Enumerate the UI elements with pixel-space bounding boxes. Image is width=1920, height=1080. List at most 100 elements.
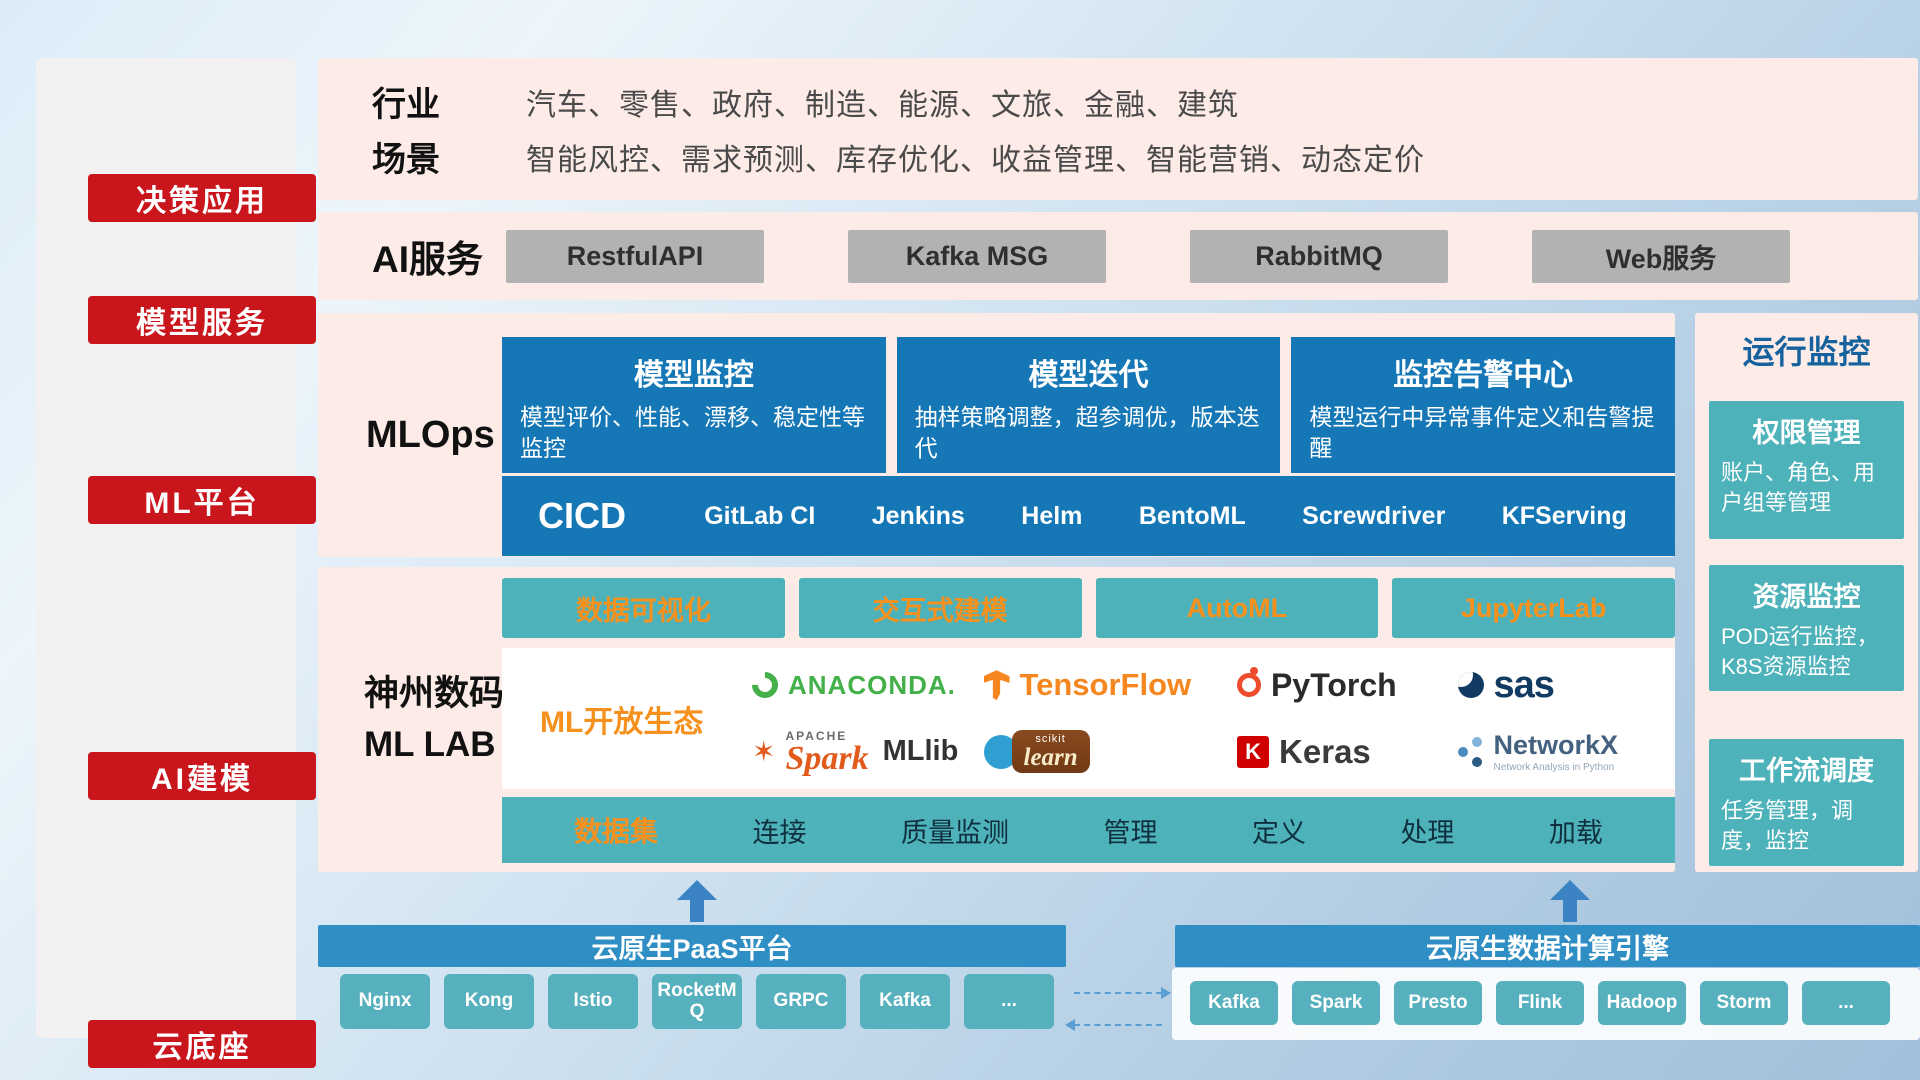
spark-wordmark: APACHE Spark xyxy=(785,728,869,777)
industry-scene-panel: 行业 汽车、零售、政府、制造、能源、文旅、金融、建筑 场景 智能风控、需求预测、… xyxy=(318,58,1918,200)
more-chip: ... xyxy=(964,974,1054,1029)
apache-label: APACHE xyxy=(785,728,848,743)
tensorflow-logo: TensorFlow xyxy=(983,667,1238,703)
card-title: 资源监控 xyxy=(1752,582,1861,612)
data-engine-bar: 云原生数据计算引擎 xyxy=(1175,925,1920,967)
sas-logo: sas xyxy=(1457,663,1667,707)
flink-chip: Flink xyxy=(1496,981,1584,1025)
sidebar-item-decision-apps: 决策应用 xyxy=(88,174,316,222)
up-arrow-icon xyxy=(1550,880,1590,922)
alert-center-card: 监控告警中心 模型运行中异常事件定义和告警提醒 xyxy=(1291,337,1676,473)
spark-label: Spark xyxy=(785,739,869,777)
dataset-manage: 管理 xyxy=(1103,817,1158,848)
kafka-chip: Kafka xyxy=(1190,981,1278,1025)
model-monitoring-card: 模型监控 模型评价、性能、漂移、稳定性等监控 xyxy=(502,337,886,473)
cicd-label: CICD xyxy=(538,495,626,536)
bentoml-node: BentoML xyxy=(1138,501,1246,530)
interactive-modeling-node: 交互式建模 xyxy=(798,578,1082,638)
ml-lab-title-line2: ML LAB xyxy=(364,724,496,764)
scene-list: 智能风控、需求预测、库存优化、收益管理、智能营销、动态定价 xyxy=(526,143,1425,177)
sas-icon xyxy=(1457,672,1484,699)
istio-chip: Istio xyxy=(548,974,638,1029)
web-service-node: Web服务 xyxy=(1532,229,1790,283)
keras-label: Keras xyxy=(1279,732,1371,770)
restfulapi-node: RestfulAPI xyxy=(506,229,764,283)
dataset-quality: 质量监测 xyxy=(900,817,1009,848)
dashed-right-arrow-icon xyxy=(1074,987,1171,999)
card-desc: POD运行监控，K8S资源监控 xyxy=(1721,624,1879,679)
sidebar-item-model-service: 模型服务 xyxy=(88,296,316,344)
industry-list: 汽车、零售、政府、制造、能源、文旅、金融、建筑 xyxy=(526,88,1239,122)
ml-lab-panel: 神州数码 ML LAB 数据可视化 交互式建模 AutoML JupyterLa… xyxy=(318,567,1675,872)
kafka-chip: Kafka xyxy=(860,974,950,1029)
anaconda-icon xyxy=(746,666,784,704)
gitlab-ci-node: GitLab CI xyxy=(704,501,816,530)
engine-chips: Kafka Spark Presto Flink Hadoop Storm ..… xyxy=(1190,981,1890,1025)
grpc-chip: GRPC xyxy=(756,974,846,1029)
tensorflow-icon xyxy=(983,670,1010,701)
paas-chips: Nginx Kong Istio RocketMQ GRPC Kafka ... xyxy=(340,974,1054,1029)
sidebar-item-ai-modeling: AI建模 xyxy=(88,752,316,800)
rocketmq-chip: RocketMQ xyxy=(652,974,742,1029)
up-arrow-icon xyxy=(677,880,717,922)
scikit-learn-badge: scikit learn xyxy=(1011,730,1090,774)
jenkins-node: Jenkins xyxy=(871,501,965,530)
spark-star-icon: ✶ xyxy=(752,735,776,767)
dashed-left-arrow-icon xyxy=(1065,1019,1162,1031)
scikit-label: scikit xyxy=(1035,733,1066,746)
tensorflow-label: TensorFlow xyxy=(1019,667,1192,703)
ml-open-ecosystem-label: ML开放生态 xyxy=(540,705,704,739)
sas-label: sas xyxy=(1493,663,1555,706)
dataset-process: 处理 xyxy=(1400,817,1455,848)
card-desc: 模型运行中异常事件定义和告警提醒 xyxy=(1309,404,1655,462)
mlops-label: MLOps xyxy=(366,413,495,456)
pytorch-icon xyxy=(1237,667,1262,698)
spark-chip: Spark xyxy=(1292,981,1380,1025)
industry-row: 行业 汽车、零售、政府、制造、能源、文旅、金融、建筑 xyxy=(318,77,1918,126)
runtime-monitoring-panel: 运行监控 权限管理 账户、角色、用户组等管理 资源监控 POD运行监控，K8S资… xyxy=(1695,313,1918,872)
mllib-label: MLlib xyxy=(882,735,959,768)
dataset-load: 加载 xyxy=(1548,817,1603,848)
sidebar-item-ml-platform: ML平台 xyxy=(88,476,316,524)
kafka-msg-node: Kafka MSG xyxy=(848,229,1106,283)
ml-lab-title-line1: 神州数码 xyxy=(364,673,505,713)
kfserving-node: KFServing xyxy=(1501,501,1627,530)
permission-mgmt-card: 权限管理 账户、角色、用户组等管理 xyxy=(1709,401,1904,539)
runtime-monitoring-title: 运行监控 xyxy=(1742,334,1871,370)
presto-chip: Presto xyxy=(1394,981,1482,1025)
ai-services-buttons: RestfulAPI Kafka MSG RabbitMQ Web服务 xyxy=(506,229,1918,283)
nginx-chip: Nginx xyxy=(340,974,430,1029)
paas-platform-bar: 云原生PaaS平台 xyxy=(318,925,1066,967)
more-chip: ... xyxy=(1802,981,1890,1025)
dataset-label: 数据集 xyxy=(574,816,659,847)
keras-logo: K Keras xyxy=(1237,733,1457,771)
dataset-connect: 连接 xyxy=(752,817,807,848)
sidebar-item-cloud-base: 云底座 xyxy=(88,1020,316,1068)
industry-label: 行业 xyxy=(372,86,440,124)
networkx-subtitle: Network Analysis in Python xyxy=(1493,761,1615,773)
pytorch-logo: PyTorch xyxy=(1237,667,1457,704)
resource-monitoring-card: 资源监控 POD运行监控，K8S资源监控 xyxy=(1709,565,1904,692)
mlops-panel: MLOps 模型监控 模型评价、性能、漂移、稳定性等监控 模型迭代 抽样策略调整… xyxy=(318,313,1676,557)
automl-node: AutoML xyxy=(1095,578,1379,638)
ai-services-panel: AI服务 RestfulAPI Kafka MSG RabbitMQ Web服务 xyxy=(318,212,1918,300)
networkx-icon xyxy=(1457,746,1468,757)
hadoop-chip: Hadoop xyxy=(1598,981,1686,1025)
helm-node: Helm xyxy=(1021,501,1083,530)
card-desc: 抽样策略调整，超参调优，版本迭代 xyxy=(914,404,1260,462)
card-title: 权限管理 xyxy=(1752,418,1861,448)
layer-sidebar: 决策应用 模型服务 ML平台 AI建模 云底座 xyxy=(36,58,316,1068)
pytorch-label: PyTorch xyxy=(1271,666,1397,703)
scikit-learn-logo: scikit learn xyxy=(983,730,1238,774)
ml-lab-features: 数据可视化 交互式建模 AutoML JupyterLab xyxy=(502,578,1675,638)
card-desc: 任务管理，调度，监控 xyxy=(1721,798,1854,854)
kong-chip: Kong xyxy=(444,974,534,1029)
card-title: 工作流调度 xyxy=(1739,756,1874,787)
networkx-wordmark: NetworkX Network Analysis in Python xyxy=(1494,730,1619,773)
anaconda-label: ANACONDA. xyxy=(788,669,956,700)
card-title: 监控告警中心 xyxy=(1393,359,1574,392)
card-desc: 模型评价、性能、漂移、稳定性等监控 xyxy=(520,404,865,462)
workflow-scheduling-card: 工作流调度 任务管理，调度，监控 xyxy=(1709,739,1904,866)
cicd-bar: CICD GitLab CI Jenkins Helm BentoML Scre… xyxy=(502,476,1675,556)
learn-label: learn xyxy=(1023,744,1078,772)
